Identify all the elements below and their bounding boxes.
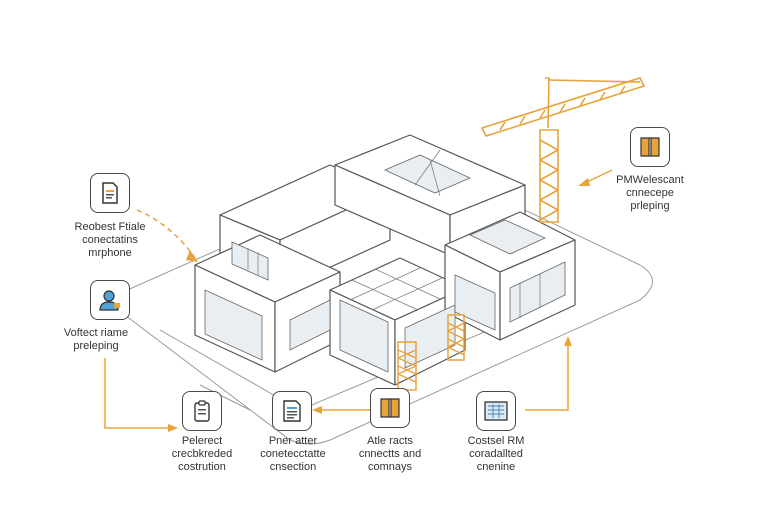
user-icon xyxy=(99,290,120,311)
node-bottom-3-card[interactable] xyxy=(370,388,410,428)
node-top-right-label: PMWelescant cnnecepe prleping xyxy=(616,174,684,212)
arrow-bottom-right xyxy=(525,342,569,411)
document-list-icon xyxy=(283,400,301,422)
arrow-mid-left xyxy=(104,358,172,429)
scaffold-right xyxy=(447,314,465,361)
clipboard-icon xyxy=(194,400,210,422)
node-top-left-label: Reobest Ftiale conectatins mrphone xyxy=(74,221,146,259)
node-mid-left-label: Voftect riame preleping xyxy=(63,327,129,352)
book-icon xyxy=(640,137,660,157)
node-bottom-2-card[interactable] xyxy=(272,391,312,431)
book-icon xyxy=(380,398,400,418)
ground-slab xyxy=(104,159,653,445)
node-top-left-card[interactable] xyxy=(90,173,130,213)
blueprint-icon xyxy=(484,401,508,421)
node-bottom-4-label: Costsel RM coradallted cnenine xyxy=(467,435,525,473)
crane xyxy=(480,77,646,223)
node-bottom-1-label: Pelerect crecbkreded costrution xyxy=(171,435,233,473)
node-bottom-2-label: Pner atter conetecctatte cnsection xyxy=(260,435,326,473)
document-icon xyxy=(102,182,118,204)
node-bottom-3-label: Atle racts cnnectts and comnays xyxy=(358,435,422,473)
node-bottom-4-card[interactable] xyxy=(476,391,516,431)
node-bottom-1-card[interactable] xyxy=(182,391,222,431)
node-mid-left-card[interactable] xyxy=(90,280,130,320)
arrow-top-left xyxy=(136,209,196,259)
node-top-right-card[interactable] xyxy=(630,127,670,167)
